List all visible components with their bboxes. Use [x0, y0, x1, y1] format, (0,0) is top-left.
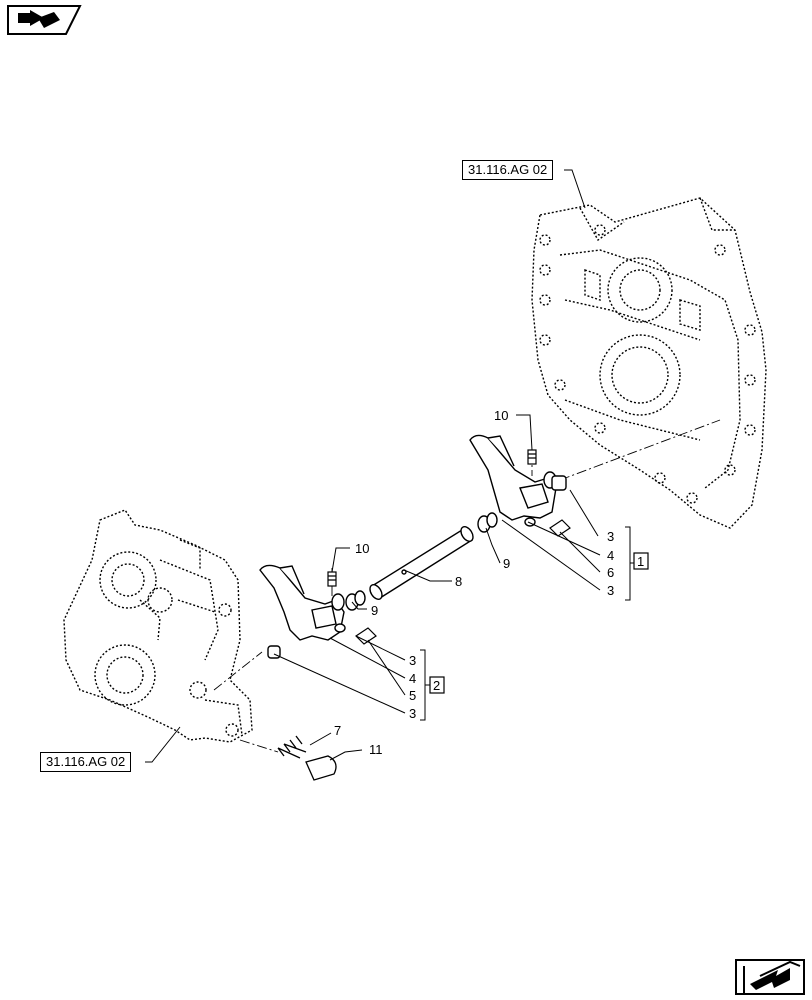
callout-labels: 10 10 9 9 8 7 11 3 4 6 3 3 4 5 3 [334, 408, 614, 757]
svg-text:2: 2 [433, 678, 440, 693]
set-screws [327, 449, 537, 587]
set-screw-10-upper [527, 449, 537, 465]
set-screw-10-lower [327, 571, 337, 587]
callout-6-group1: 6 [607, 565, 614, 580]
group-label-2: 2 [429, 676, 445, 694]
callout-3-group2-b: 3 [409, 706, 416, 721]
callout-3-group2-a: 3 [409, 653, 416, 668]
callout-10-upper: 10 [494, 408, 508, 423]
reference-link-rear-housing[interactable]: 31.116.AG 02 [462, 160, 554, 180]
shift-rod [369, 526, 474, 600]
callout-11: 11 [369, 742, 383, 757]
ring-9-right-b [486, 512, 498, 528]
callout-5-group2: 5 [409, 688, 416, 703]
callout-8: 8 [455, 574, 462, 589]
shift-fork-lower [259, 564, 346, 641]
detent-spring [277, 735, 307, 759]
ring-9-left-b [354, 590, 366, 606]
detent-plunger [305, 755, 337, 781]
rear-housing [531, 197, 767, 529]
callout-9-right: 9 [503, 556, 510, 571]
callout-3-group1-a: 3 [607, 529, 614, 544]
callout-10-lower: 10 [355, 541, 369, 556]
callout-3-group1-b: 3 [607, 583, 614, 598]
shift-fork-upper [469, 434, 557, 527]
pin-5 [355, 627, 377, 645]
bushings [267, 475, 567, 659]
reference-link-front-housing[interactable]: 31.116.AG 02 [40, 752, 132, 772]
pin-6 [549, 519, 571, 537]
callout-9-left: 9 [371, 603, 378, 618]
svg-text:1: 1 [637, 554, 644, 569]
group-label-1: 1 [633, 552, 649, 570]
front-housing [63, 509, 253, 743]
next-page-icon[interactable] [735, 959, 805, 995]
pins [355, 519, 571, 645]
previous-page-icon[interactable] [7, 5, 82, 35]
bushing-3-upper [551, 475, 567, 491]
callout-7: 7 [334, 723, 341, 738]
leader-lines [145, 169, 634, 763]
callout-4-group1: 4 [607, 548, 614, 563]
callout-4-group2: 4 [409, 671, 416, 686]
